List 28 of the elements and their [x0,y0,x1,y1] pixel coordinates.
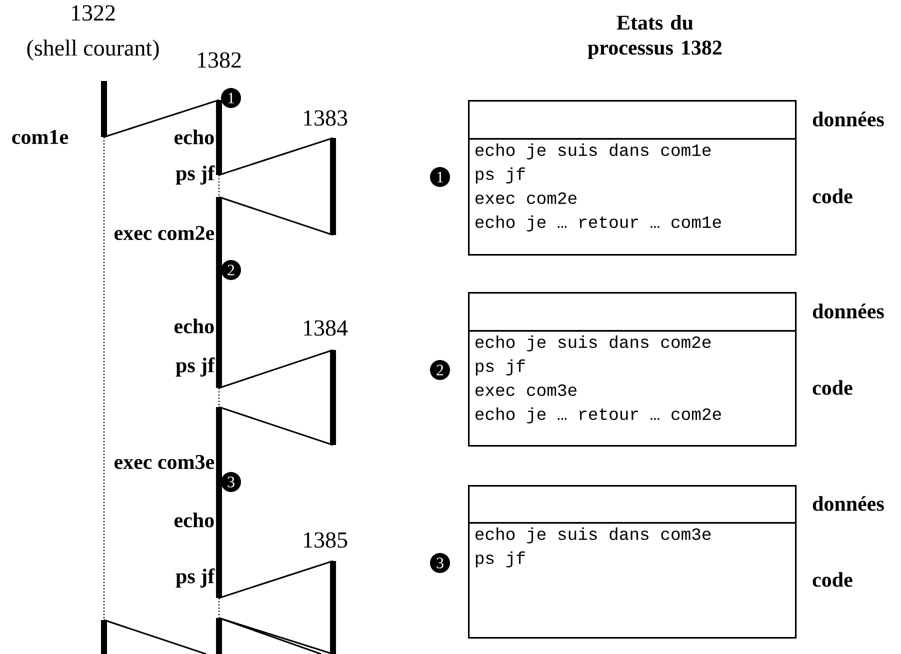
command-label: ps jf [176,165,215,185]
data-box [468,292,797,332]
process-label: (shell courant) [27,40,159,60]
box-side-label: code [812,380,852,395]
box-side-label: code [812,572,852,587]
command-label: ps jf [176,568,215,588]
process-label: 1385 [304,532,348,548]
process-label: 1382 [198,52,241,68]
process-label: 1383 [304,110,348,126]
command-label: echo [174,318,214,334]
command-label: echo [174,512,214,528]
code-box: echo je suis dans com3e ps jf [468,522,797,639]
box-side-label: données [812,112,884,126]
box-side-label: données [812,304,884,318]
box-side-label: données [812,496,884,511]
code-box: echo je suis dans com2e ps jf exec com3e echo je … retour … com2e [468,330,797,447]
process-label: 1322 [72,5,115,21]
process-label: 1384 [304,320,348,336]
box-side-label: code [812,188,852,204]
code-box: echo je suis dans com1e ps jf exec com2e echo je … retour … com1e [468,138,797,256]
command-label: exec com2e [114,226,214,240]
command-label: echo [174,130,214,144]
command-label: com1e [12,130,68,144]
data-box [468,100,797,140]
data-box [468,485,797,524]
command-label: ps jf [176,357,215,377]
title: Etats du processus 1382 [588,15,722,59]
command-label: exec com3e [114,454,214,470]
